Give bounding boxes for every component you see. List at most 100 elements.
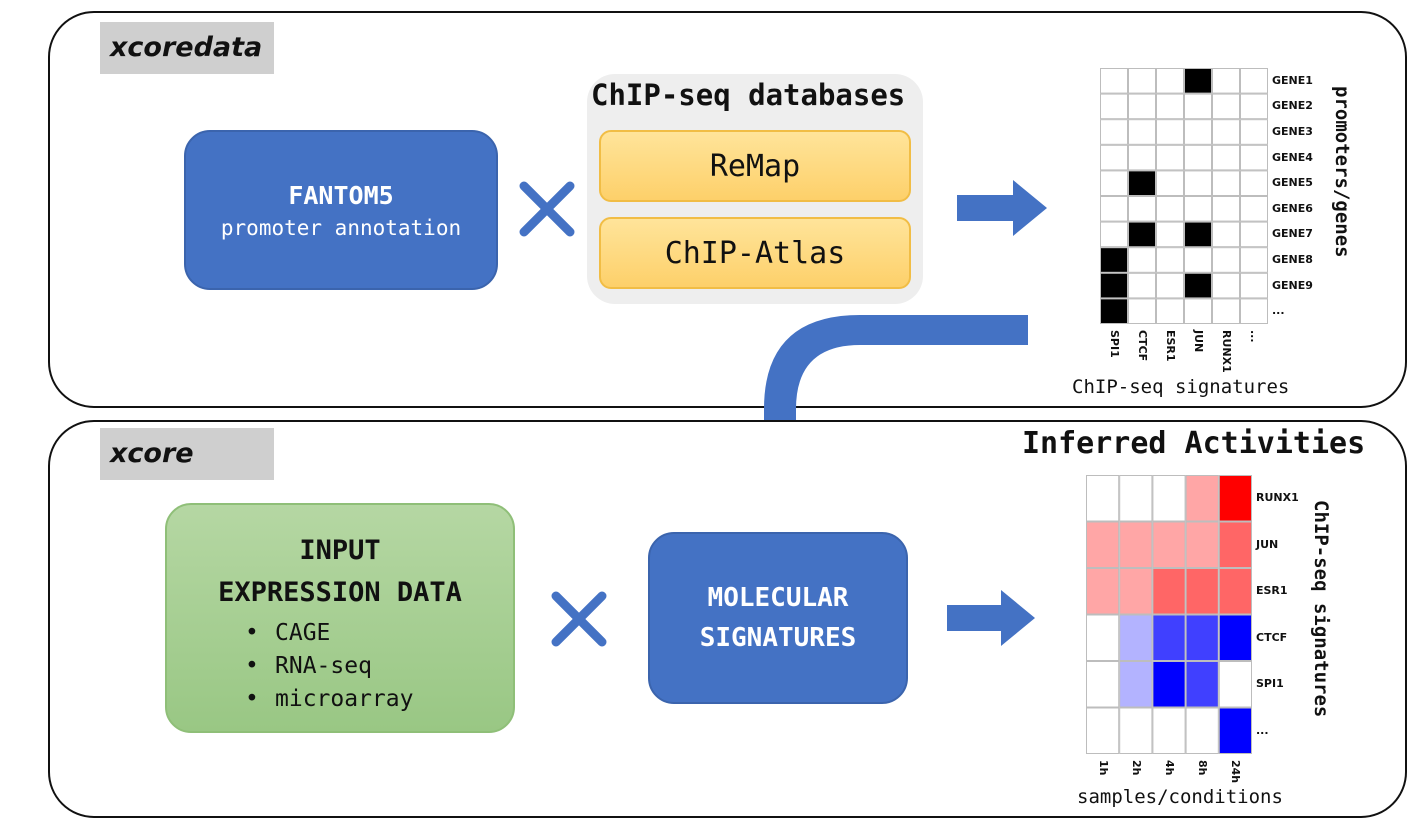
matrix-cell	[1156, 68, 1184, 94]
input-expression-box: INPUT EXPRESSION DATA •CAGE •RNA-seq •mi…	[165, 503, 515, 733]
matrix-cell	[1128, 196, 1156, 222]
matrix-col-label: CTCF	[1136, 330, 1149, 362]
matrix-cell	[1156, 144, 1184, 171]
matrix-cell	[1184, 119, 1212, 145]
matrix-cell	[1156, 93, 1184, 120]
matrix-cell	[1184, 298, 1212, 324]
heatmap-col-label: 2h	[1129, 760, 1143, 776]
heatmap-row-label: ESR1	[1256, 584, 1288, 598]
matrix-row-label: GENE7	[1272, 227, 1313, 241]
matrix-cell	[1156, 196, 1184, 222]
heatmap-cell	[1185, 661, 1219, 708]
heatmap-cell	[1152, 475, 1186, 522]
matrix-row-label: GENE8	[1272, 253, 1313, 266]
heatmap-cell	[1119, 568, 1153, 615]
matrix-cell	[1128, 93, 1156, 120]
multiply-icon-top	[519, 181, 575, 237]
heatmap-cell	[1152, 661, 1186, 708]
matrix-cell	[1156, 247, 1184, 273]
matrix-row-label: GENE2	[1272, 99, 1313, 113]
heatmap-cell	[1152, 568, 1186, 615]
matrix-cell	[1184, 170, 1212, 197]
matrix-cell	[1240, 272, 1268, 299]
matrix-cell	[1156, 221, 1184, 248]
matrix-cell	[1212, 247, 1240, 273]
matrix-row-label: GENE4	[1272, 150, 1313, 164]
heatmap-cell	[1152, 521, 1186, 568]
matrix-cell	[1128, 68, 1156, 94]
matrix-cell	[1128, 144, 1156, 171]
heatmap-cell	[1185, 707, 1219, 754]
input-type-item: •RNA-seq	[245, 653, 372, 679]
heatmap-title: Inferred Activities	[1022, 426, 1366, 461]
input-type-label: microarray	[275, 686, 414, 712]
heatmap-cell	[1218, 707, 1252, 754]
heatmap-row-label: CTCF	[1256, 630, 1288, 644]
matrix-cell	[1212, 170, 1240, 197]
heatmap-cell	[1086, 707, 1120, 754]
inferred-activities-heatmap	[1086, 475, 1252, 754]
heatmap-cell	[1218, 475, 1252, 522]
matrix-cell	[1128, 170, 1156, 197]
heatmap-cell	[1185, 568, 1219, 615]
heatmap-cell	[1185, 521, 1219, 568]
matrix-row-label: GENE1	[1272, 73, 1313, 87]
matrix-row-label: GENE3	[1272, 125, 1313, 138]
matrix-cell	[1212, 119, 1240, 145]
heatmap-row-axis-title: ChIP-seq signatures	[1310, 500, 1332, 718]
chip-atlas-box: ChIP-Atlas	[599, 217, 911, 289]
input-type-label: CAGE	[275, 620, 331, 646]
heatmap-cell	[1119, 661, 1153, 708]
xcore-tag: xcore	[100, 428, 274, 480]
heatmap-cell	[1218, 568, 1252, 615]
matrix-cell	[1212, 93, 1240, 120]
heatmap-col-label: 4h	[1163, 760, 1176, 776]
matrix-cell	[1212, 144, 1240, 171]
chipseq-databases-title: ChIP-seq databases	[591, 78, 906, 112]
matrix-row-axis-title: promoters/genes	[1331, 86, 1353, 258]
heatmap-cell	[1086, 614, 1120, 661]
matrix-cell	[1100, 170, 1128, 197]
heatmap-cell	[1119, 521, 1153, 568]
matrix-cell	[1100, 272, 1128, 299]
matrix-cell	[1100, 298, 1128, 324]
matrix-col-label: ESR1	[1164, 330, 1177, 362]
chipseq-signature-matrix	[1100, 68, 1268, 324]
matrix-row-label: GENE9	[1272, 278, 1313, 292]
matrix-cell	[1184, 272, 1212, 299]
heatmap-row-label: RUNX1	[1256, 491, 1299, 505]
matrix-cell	[1128, 119, 1156, 145]
matrix-cell	[1240, 93, 1268, 120]
matrix-row-label: GENE5	[1272, 176, 1313, 190]
xcoredata-tag: xcoredata	[100, 22, 274, 74]
fantom5-title: FANTOM5	[288, 180, 394, 210]
heatmap-cell	[1086, 475, 1120, 522]
heatmap-row-label: ...	[1256, 723, 1269, 737]
input-title-line2: EXPRESSION DATA	[218, 577, 462, 608]
matrix-cell	[1184, 93, 1212, 120]
matrix-cell	[1240, 170, 1268, 197]
arrow-right-icon-top	[957, 180, 1047, 236]
matrix-cell	[1100, 93, 1128, 120]
input-title-line1: INPUT	[299, 535, 381, 566]
matrix-cell	[1184, 144, 1212, 171]
matrix-cell	[1128, 298, 1156, 324]
matrix-col-label: ...	[1248, 330, 1261, 343]
heatmap-cell	[1152, 614, 1186, 661]
matrix-cell	[1212, 272, 1240, 299]
matrix-row-label: GENE6	[1272, 201, 1313, 215]
heatmap-cell	[1218, 614, 1252, 661]
input-type-item: •microarray	[245, 686, 414, 712]
heatmap-col-label: 8h	[1196, 760, 1210, 776]
matrix-cell	[1156, 119, 1184, 145]
heatmap-col-label: 24h	[1229, 760, 1243, 784]
matrix-cell	[1240, 298, 1268, 324]
input-data-types: •CAGE •RNA-seq •microarray	[245, 617, 413, 716]
heatmap-cell	[1086, 521, 1120, 568]
matrix-cell	[1156, 272, 1184, 299]
fantom5-box: FANTOM5 promoter annotation	[184, 130, 498, 290]
heatmap-cell	[1119, 707, 1153, 754]
